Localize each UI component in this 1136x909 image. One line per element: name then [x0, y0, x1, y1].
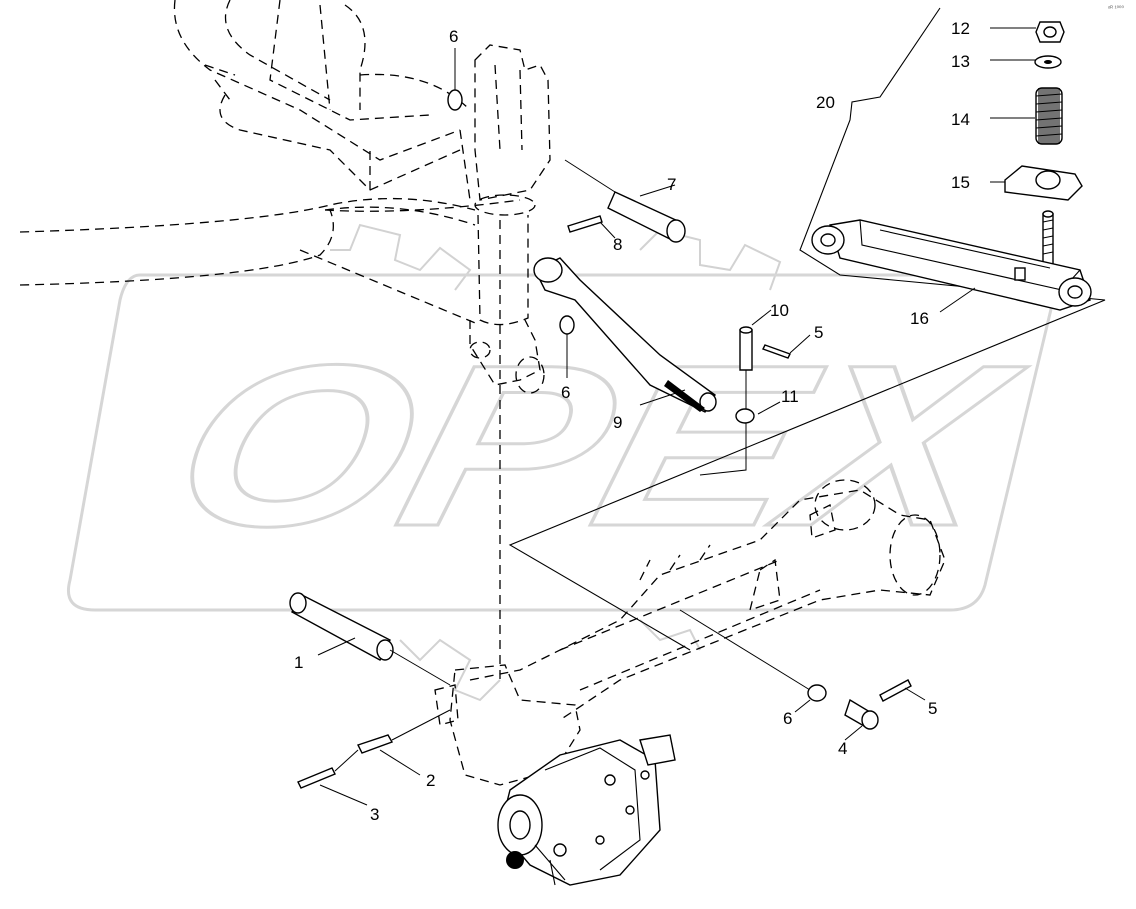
callout-labels: 20 1 2 3 4 5 5 6 6 6 7 8 9 10 11 12 13 1… [294, 19, 970, 824]
pin-3-axis [334, 749, 359, 772]
washer-11 [735, 408, 755, 424]
lift-arm-9 [533, 257, 717, 413]
roll-pin-5-upper [762, 344, 791, 359]
leader-lines [317, 27, 1036, 806]
pivot-pin-1 [289, 592, 451, 686]
assembly-20-boundary [508, 7, 1106, 651]
pin-2 [357, 734, 394, 754]
watermark-gear [330, 223, 782, 702]
washer-6-lower [807, 684, 827, 702]
axle-pin-axis [679, 609, 811, 691]
callout-6-mid: 6 [561, 383, 570, 402]
callout-10: 10 [770, 301, 789, 320]
watermark-text: OPEX [152, 318, 1041, 574]
washer-6-mid [559, 315, 575, 335]
final-drive [497, 734, 676, 886]
corner-mark: ᵒᴿ ¹⁰⁰⁰ [1108, 5, 1124, 12]
grease-nipple [506, 851, 524, 869]
callout-2: 2 [426, 771, 435, 790]
callout-8: 8 [613, 235, 622, 254]
washer-6-upper [447, 89, 463, 111]
callout-9: 9 [613, 413, 622, 432]
roll-pin-3 [297, 767, 336, 789]
pin-7 [564, 159, 686, 243]
callout-6-lower: 6 [783, 709, 792, 728]
callout-1: 1 [294, 653, 303, 672]
spring-bar-16 [811, 219, 1092, 311]
callout-6-upper: 6 [449, 27, 458, 46]
spring-assembly [811, 21, 1092, 311]
callout-14: 14 [951, 110, 970, 129]
frame-dashed-outline [19, 0, 521, 326]
pin-2-axis [391, 709, 451, 741]
callout-assembly-20: 20 [816, 93, 835, 112]
opex-watermark: OPEX [67, 223, 1056, 702]
callout-5-lower: 5 [928, 699, 937, 718]
callout-3: 3 [370, 805, 379, 824]
callout-5-upper: 5 [814, 323, 823, 342]
roll-pin-8 [567, 215, 603, 233]
pin-10 [699, 326, 753, 476]
callout-7: 7 [667, 175, 676, 194]
callout-13: 13 [951, 52, 970, 71]
callout-12: 12 [951, 19, 970, 38]
bolt [1042, 210, 1054, 295]
pin-4 [844, 698, 879, 730]
spring-14 [1035, 87, 1063, 145]
callout-15: 15 [951, 173, 970, 192]
front-axle-dashed [469, 479, 946, 721]
callout-11: 11 [781, 387, 799, 406]
callout-4: 4 [838, 739, 847, 758]
roll-pin-5-lower [879, 679, 912, 702]
axle-housing-dashed [434, 664, 581, 786]
hitch-bracket-upper [469, 44, 551, 394]
callout-16: 16 [910, 309, 929, 328]
